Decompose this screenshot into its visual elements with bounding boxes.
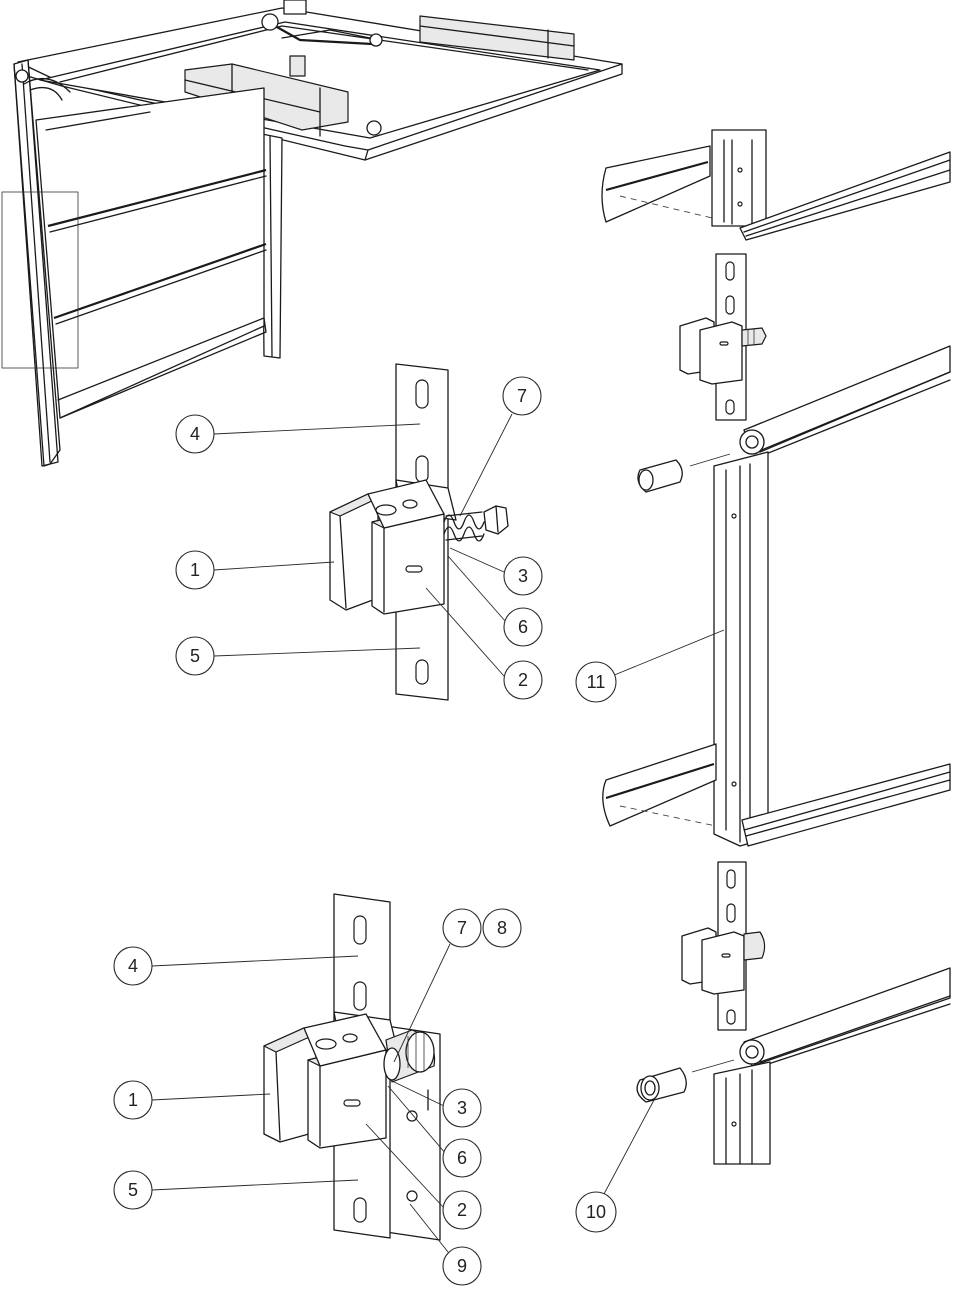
garage-door-overview (1, 0, 623, 467)
callout-1-upper: 1 (175, 550, 215, 590)
hinge-assembly-exploded-upper (329, 363, 509, 701)
callout-11: 11 (575, 661, 617, 703)
svg-text:6: 6 (457, 1148, 467, 1168)
svg-text:2: 2 (457, 1200, 467, 1220)
callout-1-lower: 1 (113, 1080, 153, 1120)
svg-text:5: 5 (190, 646, 200, 666)
callout-5-lower: 5 (113, 1170, 153, 1210)
svg-text:9: 9 (457, 1256, 467, 1276)
svg-text:4: 4 (190, 424, 200, 444)
callout-4-lower: 4 (113, 946, 153, 986)
svg-text:8: 8 (497, 918, 507, 938)
callout-9-lower: 9 (442, 1246, 482, 1286)
svg-text:3: 3 (457, 1098, 467, 1118)
callout-6-lower: 6 (442, 1138, 482, 1178)
callout-4-upper: 4 (175, 414, 215, 454)
svg-text:6: 6 (518, 617, 528, 637)
callout-2-lower: 2 (442, 1190, 482, 1230)
hinge-bracket-small-lower (636, 861, 951, 1165)
svg-text:7: 7 (457, 918, 467, 938)
hinge-bracket-small-upper (679, 253, 767, 421)
callout-6-upper: 6 (503, 607, 543, 647)
panel-assembly-with-roller (602, 345, 951, 847)
svg-text:11: 11 (587, 672, 606, 692)
svg-text:1: 1 (128, 1090, 138, 1110)
svg-text:4: 4 (128, 956, 138, 976)
callout-8-lower: 8 (482, 908, 522, 948)
callout-7-lower: 7 (442, 908, 482, 948)
callout-10: 10 (575, 1191, 617, 1233)
callout-leaders (151, 413, 725, 1253)
svg-text:3: 3 (518, 566, 528, 586)
callout-3-lower: 3 (442, 1088, 482, 1128)
svg-text:10: 10 (586, 1202, 606, 1222)
callout-5-upper: 5 (175, 636, 215, 676)
hinge-assembly-exploded-lower (263, 893, 441, 1241)
svg-text:1: 1 (190, 560, 200, 580)
svg-text:7: 7 (517, 386, 527, 406)
spring (443, 511, 485, 542)
svg-text:2: 2 (518, 670, 528, 690)
svg-text:5: 5 (128, 1180, 138, 1200)
panel-joint-detail-top (601, 129, 951, 241)
callout-2-upper: 2 (503, 660, 543, 700)
callout-3-upper: 3 (503, 556, 543, 596)
callout-7-upper: 7 (502, 376, 542, 416)
